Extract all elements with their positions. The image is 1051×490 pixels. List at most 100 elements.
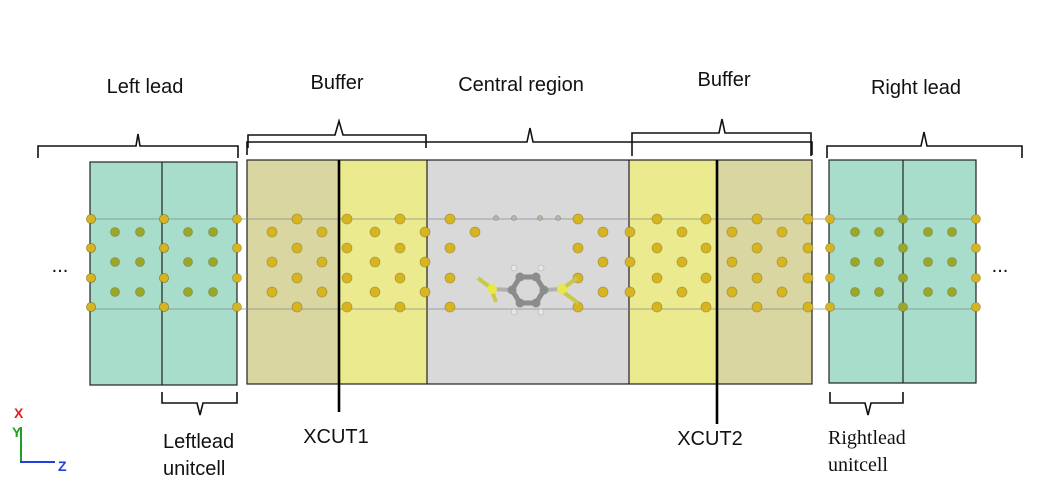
gold-atom xyxy=(159,243,169,253)
gold-atom xyxy=(700,301,712,313)
hydrogen-atom xyxy=(510,308,518,316)
xcut1-label: XCUT1 xyxy=(303,426,369,448)
lead-atom xyxy=(898,243,908,253)
buffer-left-label: Buffer xyxy=(311,72,364,94)
lead-atom xyxy=(850,287,860,297)
gold-atom xyxy=(394,272,406,284)
gold-atom xyxy=(266,256,278,268)
gold-atom xyxy=(676,286,688,298)
gold-atom xyxy=(651,272,663,284)
gold-atom xyxy=(802,301,814,313)
carbon-atom xyxy=(515,272,525,282)
gold-atom xyxy=(316,226,328,238)
carbon-atom xyxy=(531,272,541,282)
buffer-left-panel-light xyxy=(339,160,427,384)
buffer-left-panel-dark xyxy=(247,160,339,384)
panels xyxy=(89,159,977,386)
gold-atom xyxy=(291,301,303,313)
gold-atom xyxy=(726,256,738,268)
left-lead-label: Left lead xyxy=(107,76,184,98)
gold-atom xyxy=(700,272,712,284)
gold-atom xyxy=(751,242,763,254)
right-lead-panel-2 xyxy=(903,160,976,383)
axis-x-label: X xyxy=(14,405,24,421)
central-region-panel xyxy=(427,160,629,384)
gold-atom xyxy=(825,273,835,283)
buffer-right-label: Buffer xyxy=(698,69,751,91)
gold-atom xyxy=(419,256,431,268)
gold-atom xyxy=(624,256,636,268)
gold-atom xyxy=(651,213,663,225)
lead-atom xyxy=(874,257,884,267)
gold-atom xyxy=(86,214,96,224)
gold-atom xyxy=(444,301,456,313)
gold-atom xyxy=(624,286,636,298)
lead-atom xyxy=(923,227,933,237)
gold-atom xyxy=(751,272,763,284)
gold-atom xyxy=(597,256,609,268)
gold-atom xyxy=(266,226,278,238)
gold-atom xyxy=(726,286,738,298)
gold-atom xyxy=(971,273,981,283)
gold-atom xyxy=(802,213,814,225)
lead-atom xyxy=(947,287,957,297)
sulfur-atom xyxy=(557,284,567,294)
central-region-label: Central region xyxy=(458,74,584,96)
gold-atom xyxy=(776,226,788,238)
scattering-region-outline xyxy=(246,159,813,385)
gold-atom xyxy=(825,243,835,253)
lead-atom xyxy=(874,287,884,297)
gold-atom xyxy=(776,256,788,268)
axis-z-label: Z xyxy=(58,458,67,474)
gold-atom xyxy=(394,242,406,254)
lead-atom xyxy=(110,287,120,297)
gold-atom xyxy=(232,302,242,312)
gold-atom xyxy=(651,242,663,254)
lead-atom xyxy=(874,227,884,237)
sulfur-atom xyxy=(487,284,497,294)
gold-atom xyxy=(266,286,278,298)
xcut2-label: XCUT2 xyxy=(677,428,743,450)
lead-atom xyxy=(923,257,933,267)
hydrogen-atom xyxy=(555,215,561,221)
gold-atom xyxy=(341,213,353,225)
gold-atom xyxy=(419,226,431,238)
lead-atom xyxy=(135,287,145,297)
gold-atom xyxy=(369,256,381,268)
gold-atom xyxy=(232,214,242,224)
hydrogen-atom xyxy=(511,215,517,221)
gold-atom xyxy=(341,242,353,254)
lead-atom xyxy=(183,227,193,237)
hydrogen-atom xyxy=(537,264,545,272)
hydrogen-atom xyxy=(537,308,545,316)
lead-atom xyxy=(947,227,957,237)
left-lead-panel-1 xyxy=(90,162,162,385)
axis-indicator: X Y Z xyxy=(12,405,67,474)
gold-atom xyxy=(316,286,328,298)
hydrogen-atom xyxy=(493,215,499,221)
gold-atom xyxy=(971,243,981,253)
carbon-atom xyxy=(515,298,525,308)
gold-atom xyxy=(291,213,303,225)
buffer-left-brace xyxy=(247,118,427,148)
lead-atom xyxy=(208,227,218,237)
gold-atom xyxy=(676,226,688,238)
gold-atom xyxy=(86,273,96,283)
gold-atom xyxy=(232,243,242,253)
buffer-right-brace xyxy=(631,118,812,156)
gold-atom xyxy=(159,302,169,312)
ellipsis-right: ... xyxy=(992,255,1009,277)
gold-atom xyxy=(369,226,381,238)
gold-atom xyxy=(971,302,981,312)
gold-atom xyxy=(825,214,835,224)
lead-atom xyxy=(183,257,193,267)
gold-atom xyxy=(572,301,584,313)
gold-atom xyxy=(444,213,456,225)
gold-atom xyxy=(86,243,96,253)
gold-atom xyxy=(159,214,169,224)
lead-atom xyxy=(208,287,218,297)
right-lead-brace xyxy=(826,131,1023,158)
right-lead-label: Right lead xyxy=(871,77,961,99)
lead-atom xyxy=(183,287,193,297)
